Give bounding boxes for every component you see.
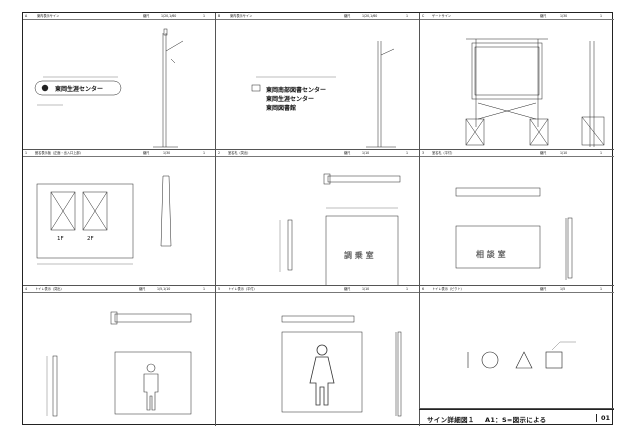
panel-5: 5 トイレ表示（平付） 縮尺 1/10 1 [216,286,420,426]
panel-c: C ゲートサイン 縮尺 1/30 1 [420,13,614,150]
floor-1f-label: 1F [57,236,64,242]
sign-b-line3: 東岡図書館 [266,105,297,112]
panel-3: 3 室名札（平付） 縮尺 1/10 1 相 談 室 [420,150,614,286]
sheet-number: 01 [595,414,610,422]
sign-a-text: 東岡生涯センター [55,86,104,93]
panel-header: 3 室名札（平付） 縮尺 1/10 1 [420,150,614,157]
toilet-flat-drawing [281,315,402,417]
facility-name-drawing [36,175,172,265]
panel-a: A 案内表示サイン 縮尺 1/20,1/60 1 東岡生涯センター [23,13,216,150]
floor-2f-label: 2F [87,236,94,242]
room-plate-flat-drawing [455,187,573,280]
panel-header: 2 室名札（突出） 縮尺 1/10 1 [216,150,419,157]
sign-b-line1: 東岡南部図書センター [266,87,327,94]
panel-1: 1 館名表示板（正面・出入口上部） 縮尺 1/30 1 1F 2F [23,150,216,286]
panel-header: 5 トイレ表示（平付） 縮尺 1/10 1 [216,286,419,293]
toilet-projecting-drawing [46,311,192,417]
room-plate-projecting-drawing [279,173,401,285]
panel-b: B 案内表示サイン 縮尺 1/20,1/60 1 東岡南部図書センター 東岡生涯… [216,13,420,150]
title-block: サイン詳細図１ A1：S=図示による 01 [419,409,614,427]
panel-6: 6 トイレ表示（ピクト） 縮尺 1/5 1 [420,286,614,409]
panel-header: 4 トイレ表示（突出） 縮尺 1/5,1/10 1 [23,286,215,293]
panel-header: A 案内表示サイン 縮尺 1/20,1/60 1 [23,13,215,20]
room-front-text: 調 乗 室 [344,251,374,260]
sign-a-drawing [34,28,184,148]
sign-b-drawing [251,41,396,148]
panel-header: 1 館名表示板（正面・出入口上部） 縮尺 1/30 1 [23,150,215,157]
panel-header: C ゲートサイン 縮尺 1/30 1 [420,13,614,20]
drawing-title: サイン詳細図１ [427,416,475,424]
panel-4: 4 トイレ表示（突出） 縮尺 1/5,1/10 1 [23,286,216,426]
sign-b-line2: 東岡生涯センター [266,96,315,103]
drawing-sheet: A 案内表示サイン 縮尺 1/20,1/60 1 東岡生涯センター B 案内表示… [22,12,614,427]
panel-header: 6 トイレ表示（ピクト） 縮尺 1/5 1 [420,286,614,293]
panel-2: 2 室名札（突出） 縮尺 1/10 1 調 乗 室 [216,150,420,286]
room-flat-text: 相 談 室 [476,250,506,259]
gate-sign-drawing [465,38,605,147]
toilet-pictogram-drawing [467,341,576,369]
panel-header: B 案内表示サイン 縮尺 1/20,1/60 1 [216,13,419,20]
scale-note: A1：S=図示による [485,416,547,424]
